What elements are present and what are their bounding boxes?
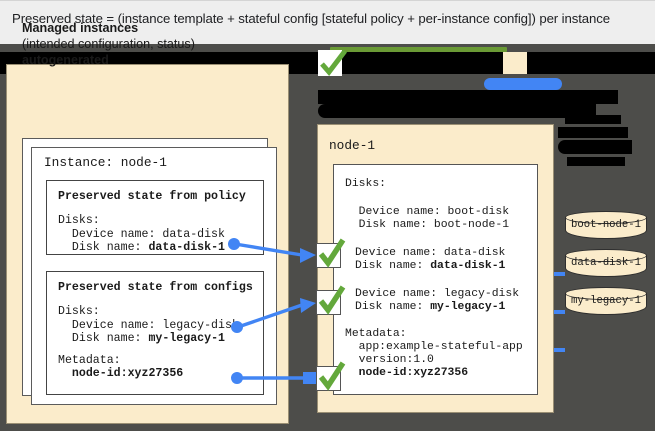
policy-device-name: Device name: data-disk bbox=[58, 227, 225, 241]
node-metadata-version: version:1.0 bbox=[345, 354, 434, 366]
check-icon bbox=[320, 49, 347, 76]
green-underline-accent bbox=[330, 47, 507, 52]
preserved-state-policy-box: Preserved state from policy Disks: Devic… bbox=[46, 180, 264, 255]
configs-metadata-nodeid: node-id:xyz27356 bbox=[58, 367, 184, 381]
top-check-tile bbox=[318, 49, 347, 76]
preserved-state-configs-box: Preserved state from configs Disks: Devi… bbox=[46, 271, 264, 395]
configs-disk-name-value: my-legacy-1 bbox=[148, 332, 225, 346]
node-data-disk-row: Disk name: data-disk-1 bbox=[355, 260, 505, 273]
node-legacy-disk-row: Disk name: my-legacy-1 bbox=[355, 301, 505, 314]
caption-band: Preserved state = (instance template + s… bbox=[0, 0, 655, 45]
node-metadata-nodeid: node-id:xyz27356 bbox=[345, 367, 469, 379]
policy-disks-header: Disks: bbox=[58, 214, 100, 227]
preserved-state-configs-content: Preserved state from configs Disks: Devi… bbox=[58, 281, 253, 381]
node-disks-header: Disks: bbox=[345, 178, 387, 190]
check-icon bbox=[318, 361, 346, 391]
node-boot-device: Device name: boot-disk bbox=[345, 206, 510, 218]
configs-disks-header: Disks: bbox=[58, 305, 100, 318]
disk-connector-data bbox=[551, 310, 565, 314]
redacted-blob bbox=[318, 104, 596, 118]
preserved-state-policy-content: Preserved state from policy Disks: Devic… bbox=[58, 190, 246, 255]
top-cream-notch bbox=[503, 52, 527, 74]
connector-policy-to-data bbox=[234, 242, 303, 257]
disk-cylinder-data-disk-1: data-disk-1 bbox=[565, 249, 647, 279]
policy-disk-name-prefix: Disk name: bbox=[58, 241, 149, 255]
connector-dot bbox=[231, 321, 243, 333]
cylinder-top bbox=[565, 249, 647, 262]
connector-arrowhead bbox=[300, 298, 316, 313]
connector-arrowhead bbox=[303, 372, 317, 384]
connector-arrowhead bbox=[300, 248, 316, 263]
node-data-disk-value: data-disk-1 bbox=[430, 260, 506, 272]
node-metadata-app: app:example-stateful-app bbox=[345, 341, 523, 353]
disk-connector-boot bbox=[551, 272, 565, 276]
cylinder-top bbox=[565, 287, 647, 300]
configs-metadata-header: Metadata: bbox=[58, 353, 121, 367]
check-icon bbox=[318, 238, 346, 268]
disk-cylinder-label: my-legacy-1 bbox=[571, 295, 641, 307]
node-1-detail-box bbox=[333, 164, 538, 395]
node-legacy-device: Device name: legacy-disk bbox=[355, 288, 520, 300]
redacted-blob bbox=[558, 127, 628, 138]
caption-text: Preserved state = (instance template + s… bbox=[12, 11, 610, 26]
instance-label: Instance: node-1 bbox=[44, 155, 167, 170]
redacted-blob bbox=[565, 115, 621, 124]
policy-disk-name-row: Disk name: data-disk-1 bbox=[58, 241, 246, 255]
policy-disk-name-value: data-disk-1 bbox=[148, 241, 225, 255]
node-legacy-disk-prefix: Disk name: bbox=[355, 301, 431, 313]
check-tile-data-disk bbox=[316, 238, 346, 268]
check-icon bbox=[318, 285, 346, 315]
configs-disk-name-prefix: Disk name: bbox=[58, 332, 149, 346]
redacted-blob bbox=[558, 140, 632, 154]
connector-dot bbox=[228, 238, 240, 250]
node-data-disk-prefix: Disk name: bbox=[355, 260, 431, 272]
configs-device-name: Device name: legacy-disk bbox=[58, 318, 239, 332]
node-boot-disk: Disk name: boot-node-1 bbox=[345, 219, 510, 231]
managed-instances-title: Managed instances (intended configuratio… bbox=[22, 20, 195, 68]
redacted-blob bbox=[318, 90, 618, 104]
disk-cylinder-label: data-disk-1 bbox=[571, 257, 641, 269]
disk-cylinder-my-legacy-1: my-legacy-1 bbox=[565, 287, 647, 317]
redacted-blue-blob bbox=[484, 78, 562, 90]
check-tile-metadata bbox=[316, 361, 346, 391]
connector-dot bbox=[231, 372, 243, 384]
cylinder-top bbox=[565, 211, 647, 224]
configs-disk-name-row: Disk name: my-legacy-1 bbox=[58, 332, 253, 346]
connector-configs-to-legacy bbox=[237, 303, 303, 329]
node-data-device: Device name: data-disk bbox=[355, 247, 506, 259]
managed-instances-autogenerated: autogenerated bbox=[22, 53, 109, 67]
managed-instances-subtitle: (intended configuration, status) bbox=[22, 37, 195, 51]
redacted-blob bbox=[527, 58, 655, 69]
disk-cylinder-boot-node-1: boot-node-1 bbox=[565, 211, 647, 241]
managed-instances-heading: Managed instances bbox=[22, 21, 139, 35]
disk-connector-legacy bbox=[551, 348, 565, 352]
check-tile-legacy-disk bbox=[316, 285, 346, 315]
configs-box-title: Preserved state from configs bbox=[58, 281, 253, 294]
node-metadata-header: Metadata: bbox=[345, 328, 407, 340]
node-1-label: node-1 bbox=[329, 138, 376, 153]
redacted-blob bbox=[567, 157, 625, 166]
policy-box-title: Preserved state from policy bbox=[58, 190, 246, 203]
disk-cylinder-label: boot-node-1 bbox=[571, 219, 641, 231]
node-legacy-disk-value: my-legacy-1 bbox=[430, 301, 506, 313]
